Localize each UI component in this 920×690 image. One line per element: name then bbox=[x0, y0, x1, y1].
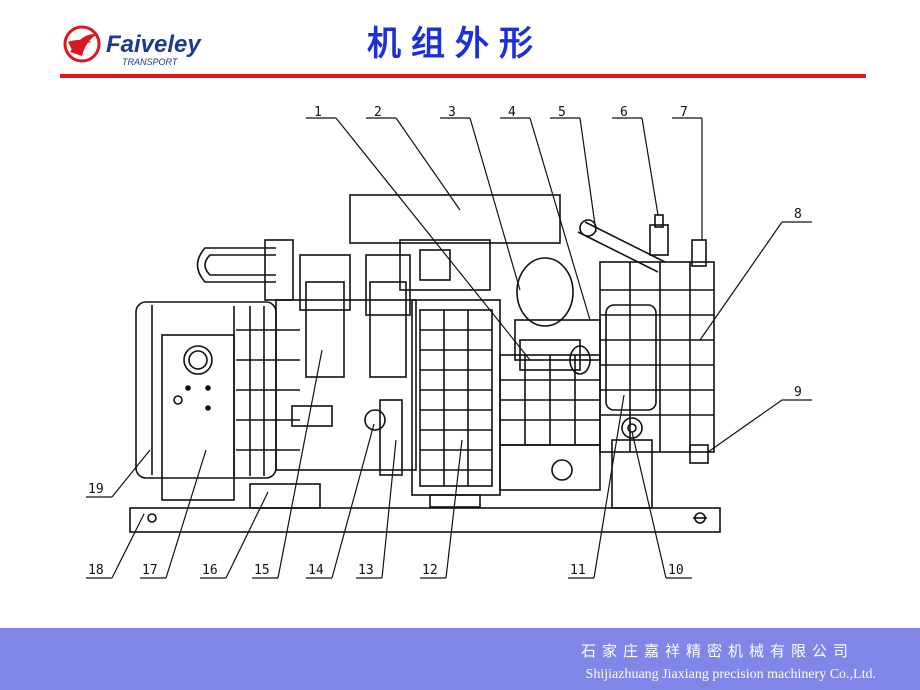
callout-14: 14 bbox=[308, 563, 324, 578]
callout-3: 3 bbox=[448, 105, 456, 120]
callout-9: 9 bbox=[794, 385, 802, 400]
callout-15: 15 bbox=[254, 563, 270, 578]
valve-10 bbox=[621, 417, 643, 439]
callout-2: 2 bbox=[374, 105, 382, 120]
callout-16: 16 bbox=[202, 563, 218, 578]
callout-5: 5 bbox=[558, 105, 566, 120]
faiveley-logo-mark: Faiveley TRANSPORT bbox=[63, 25, 202, 67]
coupling-14 bbox=[364, 409, 386, 431]
logo-brand-text: Faiveley bbox=[106, 31, 202, 58]
filter-11 bbox=[605, 304, 657, 411]
header-divider bbox=[60, 74, 866, 78]
callout-13: 13 bbox=[358, 563, 374, 578]
callout-12: 12 bbox=[422, 563, 438, 578]
callout-17: 17 bbox=[142, 563, 158, 578]
callout-19: 19 bbox=[88, 482, 104, 497]
callout-6: 6 bbox=[620, 105, 628, 120]
logo-sub-text: TRANSPORT bbox=[122, 57, 179, 67]
filter-15 bbox=[305, 281, 345, 378]
pump-block-8 bbox=[599, 261, 715, 453]
drain-9 bbox=[689, 444, 709, 464]
callout-7: 7 bbox=[680, 105, 688, 120]
callout-4: 4 bbox=[508, 105, 516, 120]
faiveley-logo: Faiveley TRANSPORT bbox=[62, 22, 262, 72]
company-name-en: Shijiazhuang Jiaxiang precision machiner… bbox=[585, 667, 876, 682]
fitting-7 bbox=[691, 239, 707, 267]
callout-8: 8 bbox=[794, 207, 802, 222]
page-title: 机组外形 bbox=[367, 24, 543, 64]
callout-18: 18 bbox=[88, 563, 104, 578]
valve-6 bbox=[649, 224, 669, 256]
base-plate bbox=[129, 507, 721, 533]
coupling-13 bbox=[379, 399, 403, 476]
callout-11: 11 bbox=[570, 563, 586, 578]
callout-10: 10 bbox=[668, 563, 684, 578]
footer-bar: 石家庄嘉祥精密机械有限公司 Shijiazhuang Jiaxiang prec… bbox=[0, 628, 920, 690]
company-name-cn: 石家庄嘉祥精密机械有限公司 bbox=[580, 642, 854, 660]
unit-outline-drawing: 1 2 3 4 5 6 7 8 9 10 11 12 13 14 15 16 1… bbox=[86, 105, 812, 579]
terminal-box bbox=[161, 334, 235, 501]
callout-1: 1 bbox=[314, 105, 322, 120]
